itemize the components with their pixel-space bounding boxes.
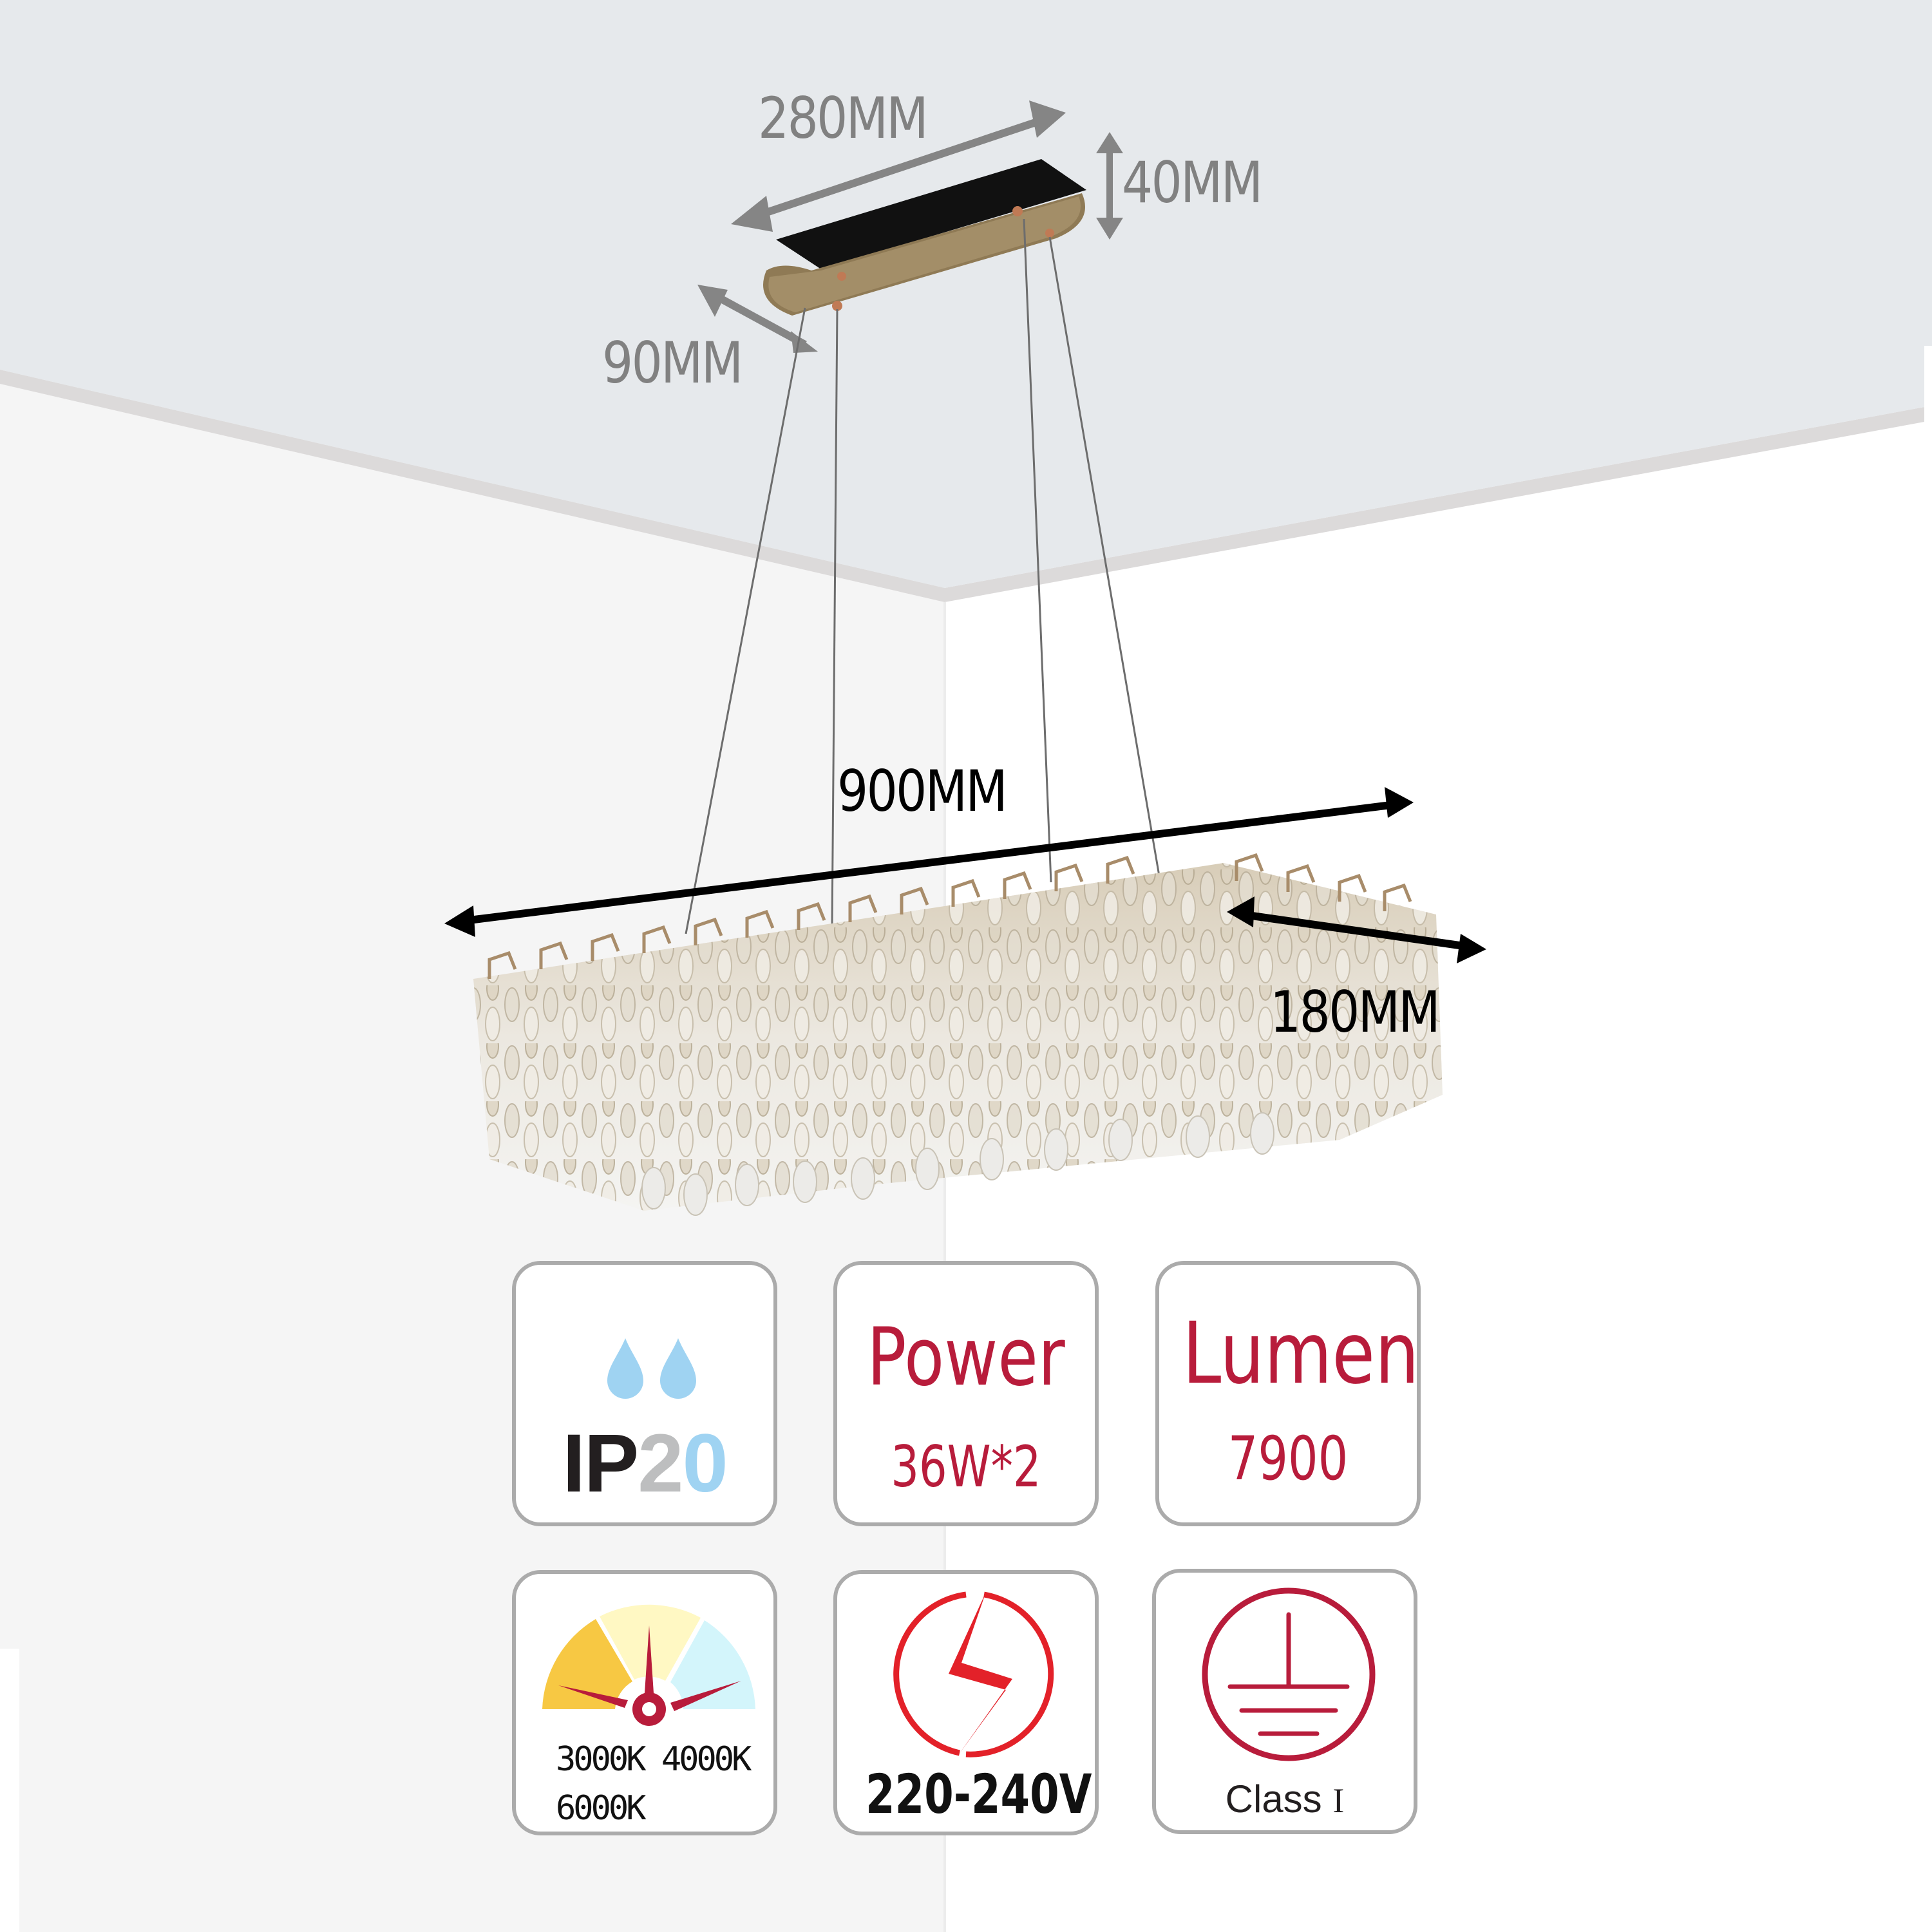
dimension-arrow-280: [731, 100, 1066, 232]
spec-card-protection-class: Class I: [1152, 1569, 1417, 1834]
power-value: 36W*2: [891, 1434, 1041, 1500]
dimension-label-canopy-length: 280MM: [758, 85, 929, 151]
dimension-label-fixture-length: 900MM: [837, 758, 1008, 824]
crystal-chandelier: [473, 853, 1443, 1216]
color-temperature-line-1: 3000K 4000K: [556, 1740, 752, 1779]
dimension-label-canopy-width: 90MM: [602, 330, 743, 396]
spec-card-lumen: Lumen 7900: [1155, 1261, 1421, 1526]
suspension-cables: [685, 218, 1160, 934]
spec-card-power: Power 36W*2: [833, 1261, 1099, 1526]
lightning-bolt-icon: [893, 1591, 1054, 1757]
dimension-arrow-40: [1096, 132, 1123, 240]
power-label: Power: [867, 1311, 1065, 1404]
protection-class-text: Class I: [1156, 1780, 1414, 1819]
dimension-arrow-900: [444, 787, 1414, 937]
earth-ground-icon: [1202, 1587, 1376, 1761]
protection-class-label: Class: [1225, 1777, 1322, 1821]
ceiling-canopy: [763, 159, 1086, 316]
lumen-label: Lumen: [1182, 1304, 1419, 1403]
spec-card-voltage: 220-240V: [833, 1570, 1099, 1835]
color-temperature-gauge-icon: [542, 1604, 755, 1726]
ip-digit-2: 0: [682, 1417, 728, 1510]
dimension-label-canopy-height: 40MM: [1122, 149, 1263, 216]
color-temperature-line-2: 6000K: [556, 1789, 647, 1828]
lumen-value: 7900: [1227, 1424, 1349, 1494]
dimension-label-fixture-width: 180MM: [1270, 979, 1441, 1045]
ceiling: [0, 0, 1932, 588]
spec-card-color-temperature: 3000K 4000K 6000K: [512, 1570, 777, 1835]
ceiling-crown: [0, 370, 1924, 602]
water-drops-icon: [607, 1338, 696, 1399]
ip-prefix: IP: [562, 1417, 639, 1510]
dimension-arrow-180: [1227, 896, 1486, 963]
ip-digit-1: 2: [638, 1417, 683, 1510]
voltage-value: 220-240V: [866, 1763, 1092, 1826]
ip-rating-text: IP20: [516, 1423, 773, 1505]
protection-class-numeral: I: [1332, 1781, 1345, 1820]
spec-card-ip-rating: IP20: [512, 1261, 777, 1526]
